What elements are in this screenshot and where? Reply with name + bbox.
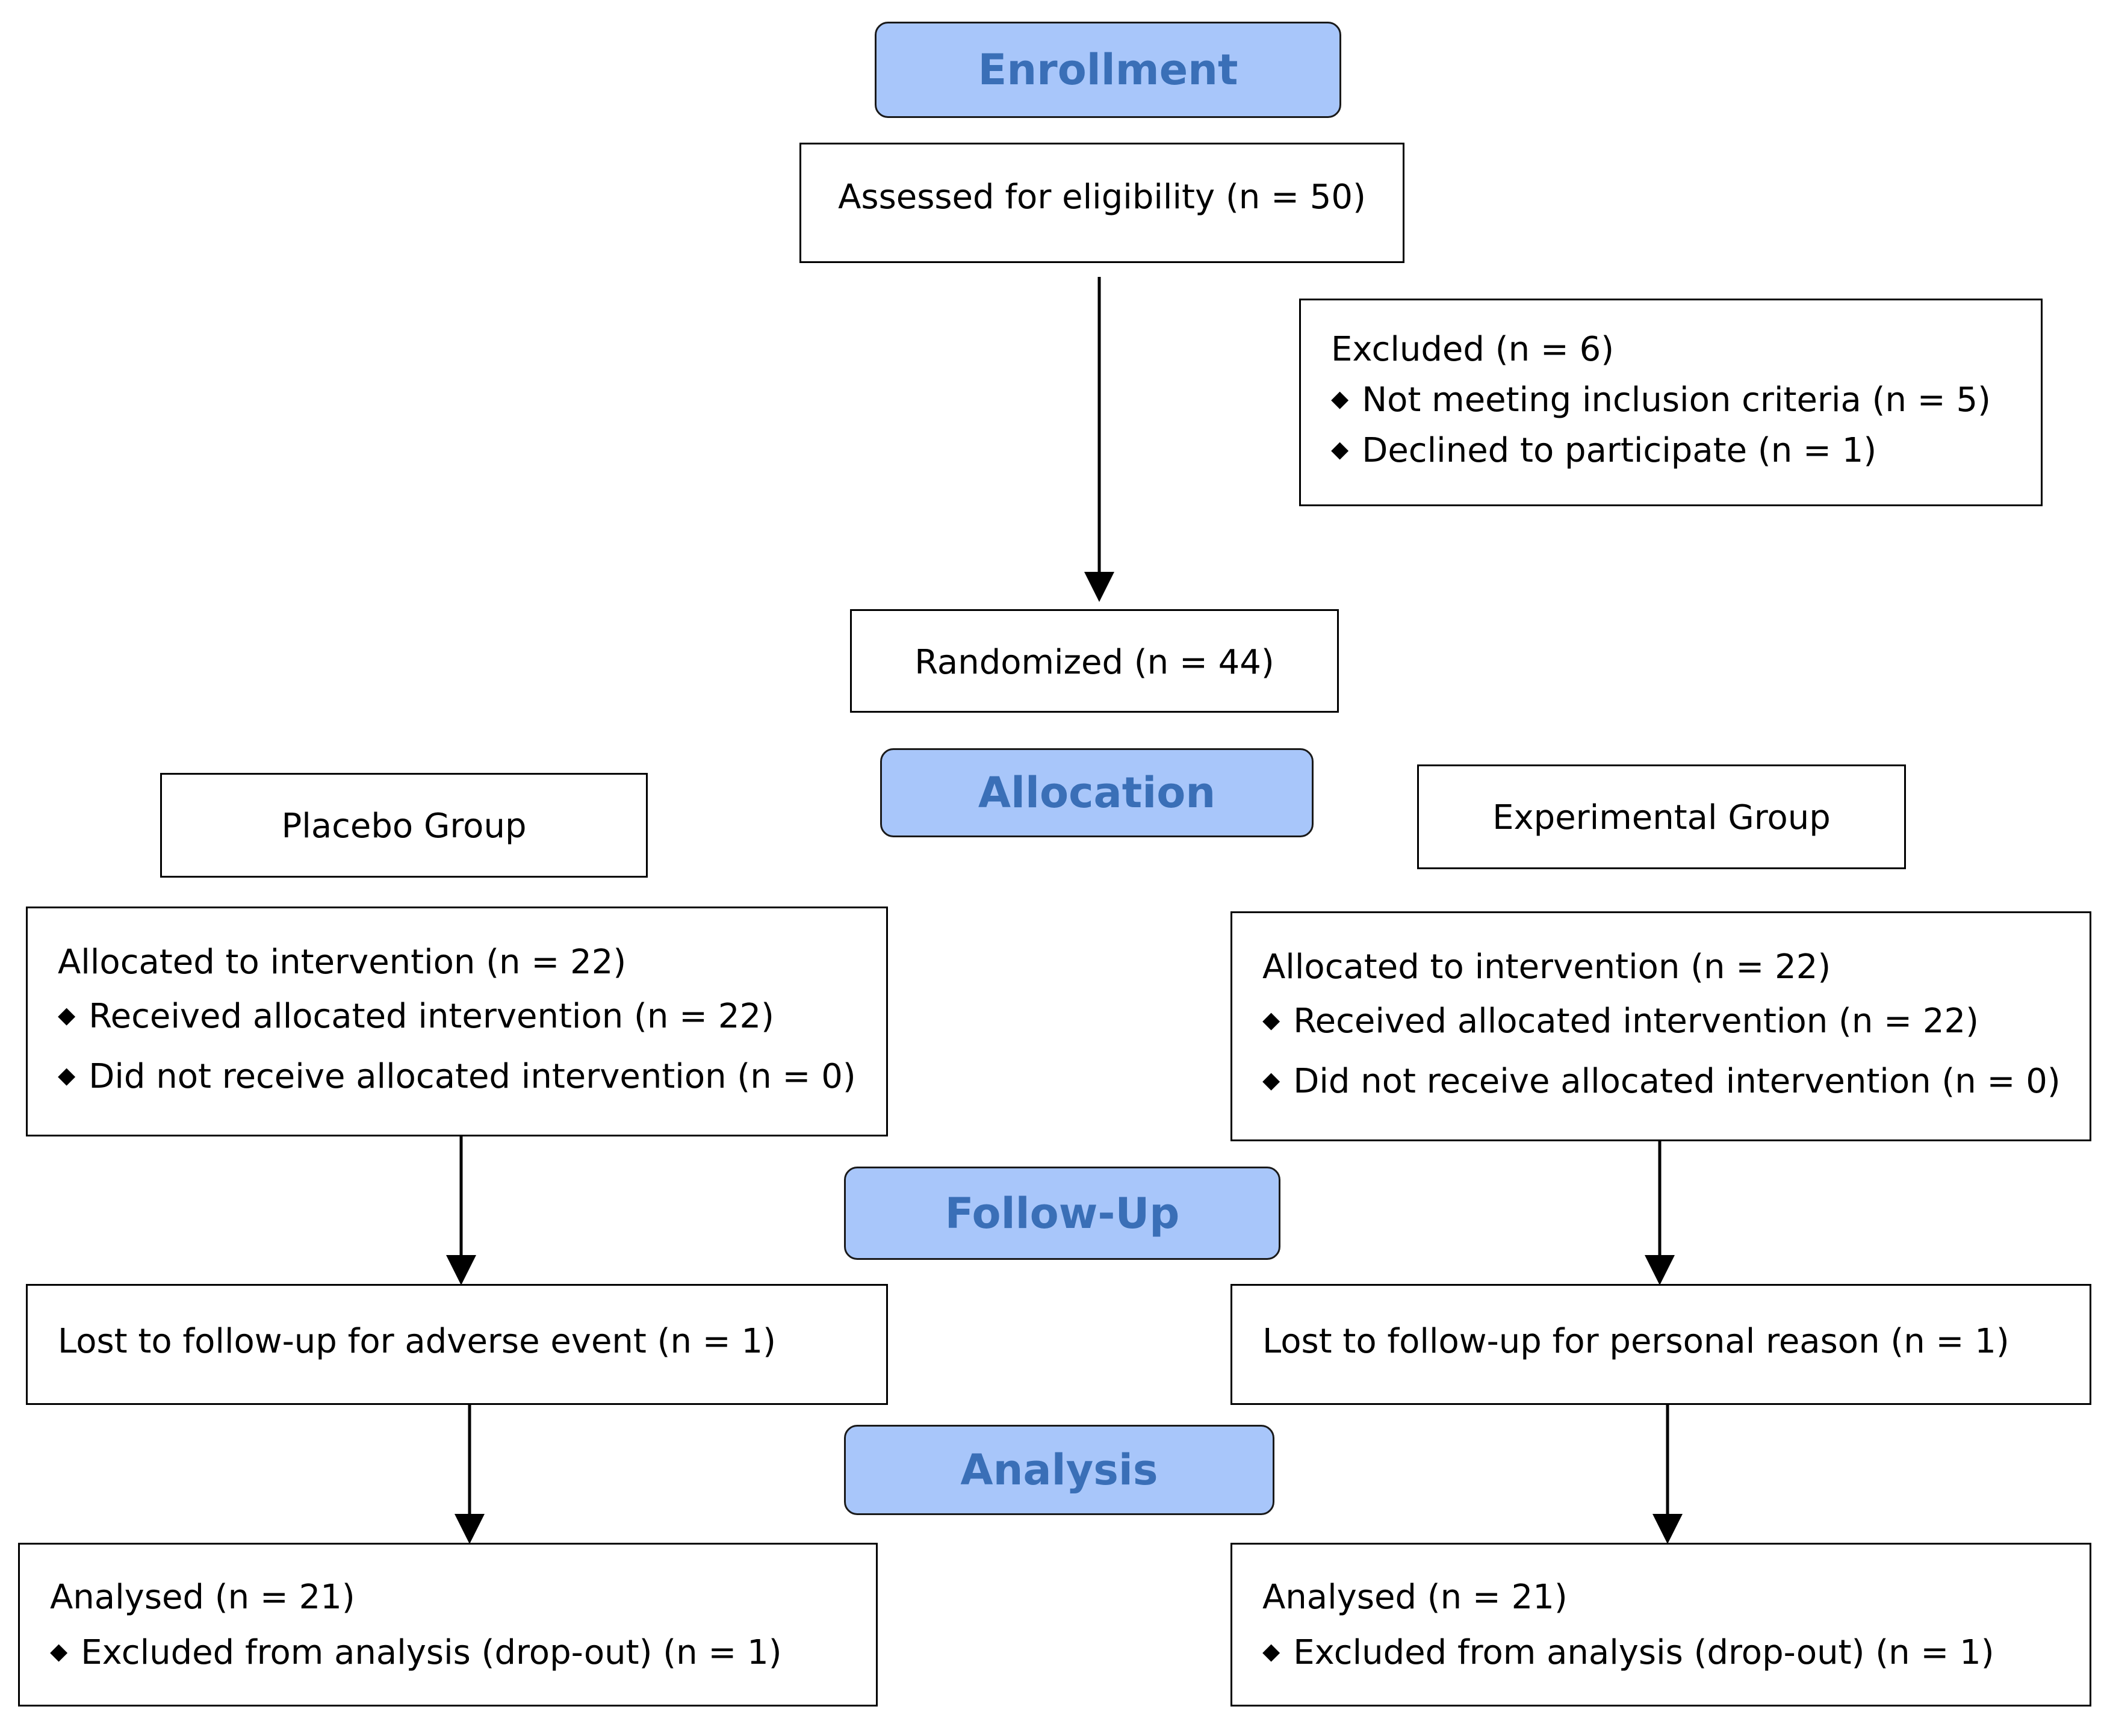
experimental-allocated-title: Allocated to intervention (n = 22) [1262,947,1831,987]
phase-follow-up-label: Follow-Up [945,1188,1180,1238]
placebo-allocated-title: Allocated to intervention (n = 22) [58,943,627,982]
placebo-allocated-item: ◆Received allocated intervention (n = 22… [58,997,774,1036]
experimental-group-box: Experimental Group [1417,764,1906,869]
assessed-box: Assessed for eligibility (n = 50) [799,143,1404,263]
phase-allocation: Allocation [880,748,1314,837]
bullet-icon: ◆ [50,1637,68,1664]
placebo-analysed-item: ◆Excluded from analysis (drop-out) (n = … [50,1633,782,1672]
excluded-item: ◆Not meeting inclusion criteria (n = 5) [1331,380,1991,420]
excluded-title: Excluded (n = 6) [1331,330,1615,369]
placebo-allocated-item: ◆Did not receive allocated intervention … [58,1057,856,1096]
assessed-text: Assessed for eligibility (n = 50) [838,178,1366,217]
experimental-allocated-item: ◆Did not receive allocated intervention … [1262,1062,2061,1101]
bullet-icon: ◆ [1331,385,1349,412]
experimental-allocated-item: ◆Received allocated intervention (n = 22… [1262,1002,1979,1041]
experimental-analysed-title: Analysed (n = 21) [1262,1578,1568,1617]
experimental-allocated-box: Allocated to intervention (n = 22) ◆Rece… [1230,911,2091,1141]
phase-follow-up: Follow-Up [844,1167,1280,1260]
experimental-group-label: Experimental Group [1492,798,1831,837]
randomized-text: Randomized (n = 44) [914,643,1274,682]
phase-analysis-label: Analysis [960,1445,1158,1495]
bullet-icon: ◆ [1262,1066,1280,1093]
excluded-box: Excluded (n = 6) ◆Not meeting inclusion … [1299,299,2043,506]
bullet-icon: ◆ [1331,435,1349,462]
phase-analysis: Analysis [844,1425,1274,1515]
bullet-icon: ◆ [1262,1637,1280,1664]
experimental-analysed-item: ◆Excluded from analysis (drop-out) (n = … [1262,1633,1994,1672]
placebo-analysed-box: Analysed (n = 21) ◆Excluded from analysi… [18,1543,878,1707]
experimental-lost-text: Lost to follow-up for personal reason (n… [1262,1322,2009,1361]
placebo-lost-text: Lost to follow-up for adverse event (n =… [58,1322,776,1361]
randomized-box: Randomized (n = 44) [850,609,1339,713]
phase-enrollment-label: Enrollment [978,45,1238,95]
experimental-lost-box: Lost to follow-up for personal reason (n… [1230,1284,2091,1405]
bullet-icon: ◆ [58,1061,76,1088]
placebo-lost-box: Lost to follow-up for adverse event (n =… [26,1284,888,1405]
bullet-icon: ◆ [1262,1006,1280,1033]
placebo-group-label: Placebo Group [281,807,527,846]
phase-enrollment: Enrollment [875,22,1341,118]
placebo-group-box: Placebo Group [160,773,648,878]
excluded-item: ◆Declined to participate (n = 1) [1331,431,1877,470]
placebo-allocated-box: Allocated to intervention (n = 22) ◆Rece… [26,907,888,1136]
experimental-analysed-box: Analysed (n = 21) ◆Excluded from analysi… [1230,1543,2091,1707]
bullet-icon: ◆ [58,1001,76,1028]
phase-allocation-label: Allocation [978,768,1216,817]
placebo-analysed-title: Analysed (n = 21) [50,1578,355,1617]
